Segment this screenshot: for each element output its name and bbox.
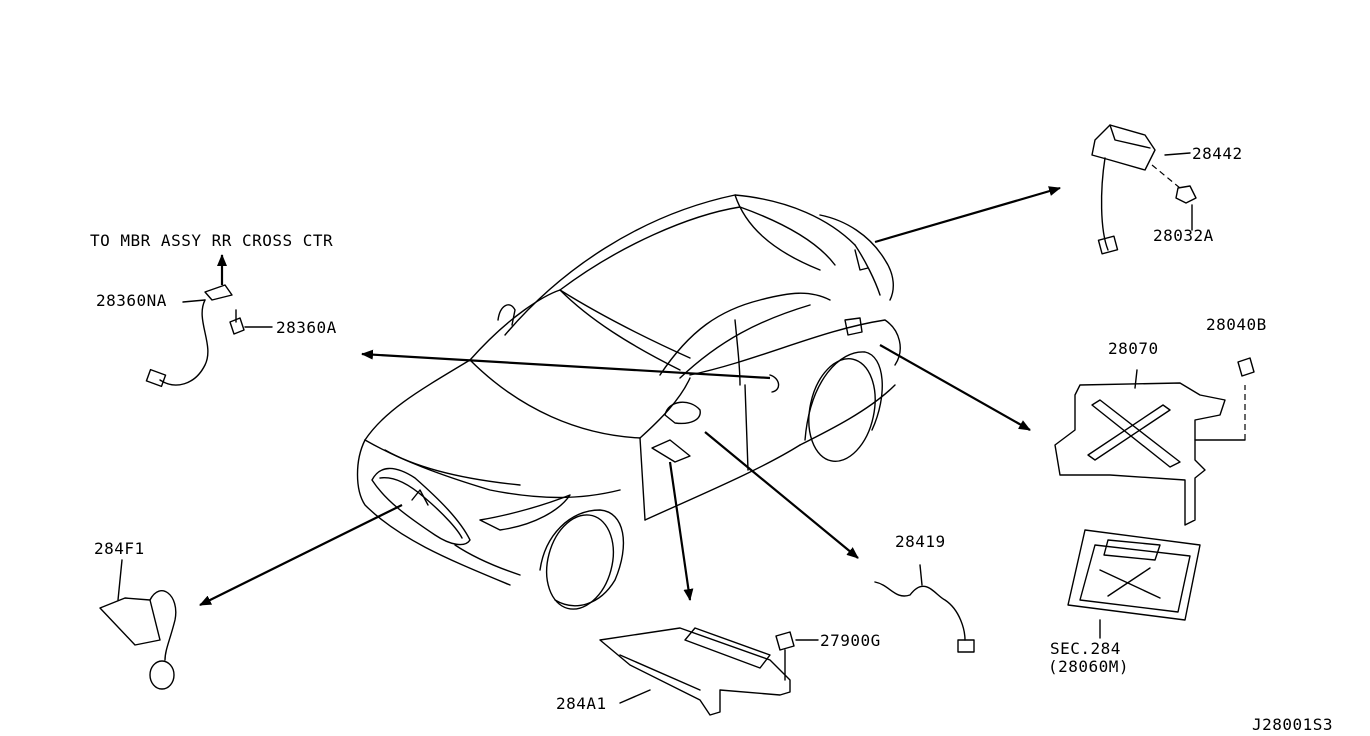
label-sec284: SEC.284	[1050, 639, 1121, 658]
arrow-to-284A1	[668, 461, 694, 601]
arrow-to-28419	[704, 431, 859, 559]
note-mbr-assy: TO MBR ASSY RR CROSS CTR	[90, 231, 334, 250]
part-sec284-drawing	[1067, 529, 1201, 639]
part-284F1-drawing	[99, 559, 177, 690]
part-284A1-drawing	[599, 627, 819, 716]
arrow-to-284F1	[199, 504, 403, 606]
part-28419-drawing	[874, 564, 975, 653]
label-28442: 28442	[1192, 144, 1243, 163]
label-28070: 28070	[1108, 339, 1159, 358]
label-284F1: 284F1	[94, 539, 145, 558]
label-27900G: 27900G	[820, 631, 881, 650]
arrow-to-28442	[874, 186, 1061, 244]
label-28060M: (28060M)	[1048, 657, 1130, 676]
part-28360NA-drawing	[145, 284, 273, 388]
part-28070-drawing	[1054, 357, 1255, 526]
label-28360NA: 28360NA	[96, 291, 167, 310]
diagram-id: J28001S3	[1252, 715, 1334, 734]
vehicle-outline	[356, 194, 901, 610]
part-28442-drawing	[1091, 124, 1197, 255]
label-28360A: 28360A	[276, 318, 337, 337]
arrow-to-28360	[361, 349, 771, 380]
label-28419: 28419	[895, 532, 946, 551]
label-28032A: 28032A	[1153, 226, 1214, 245]
arrow-to-28070	[879, 344, 1031, 431]
label-284A1: 284A1	[556, 694, 607, 713]
label-28040B: 28040B	[1206, 315, 1267, 334]
